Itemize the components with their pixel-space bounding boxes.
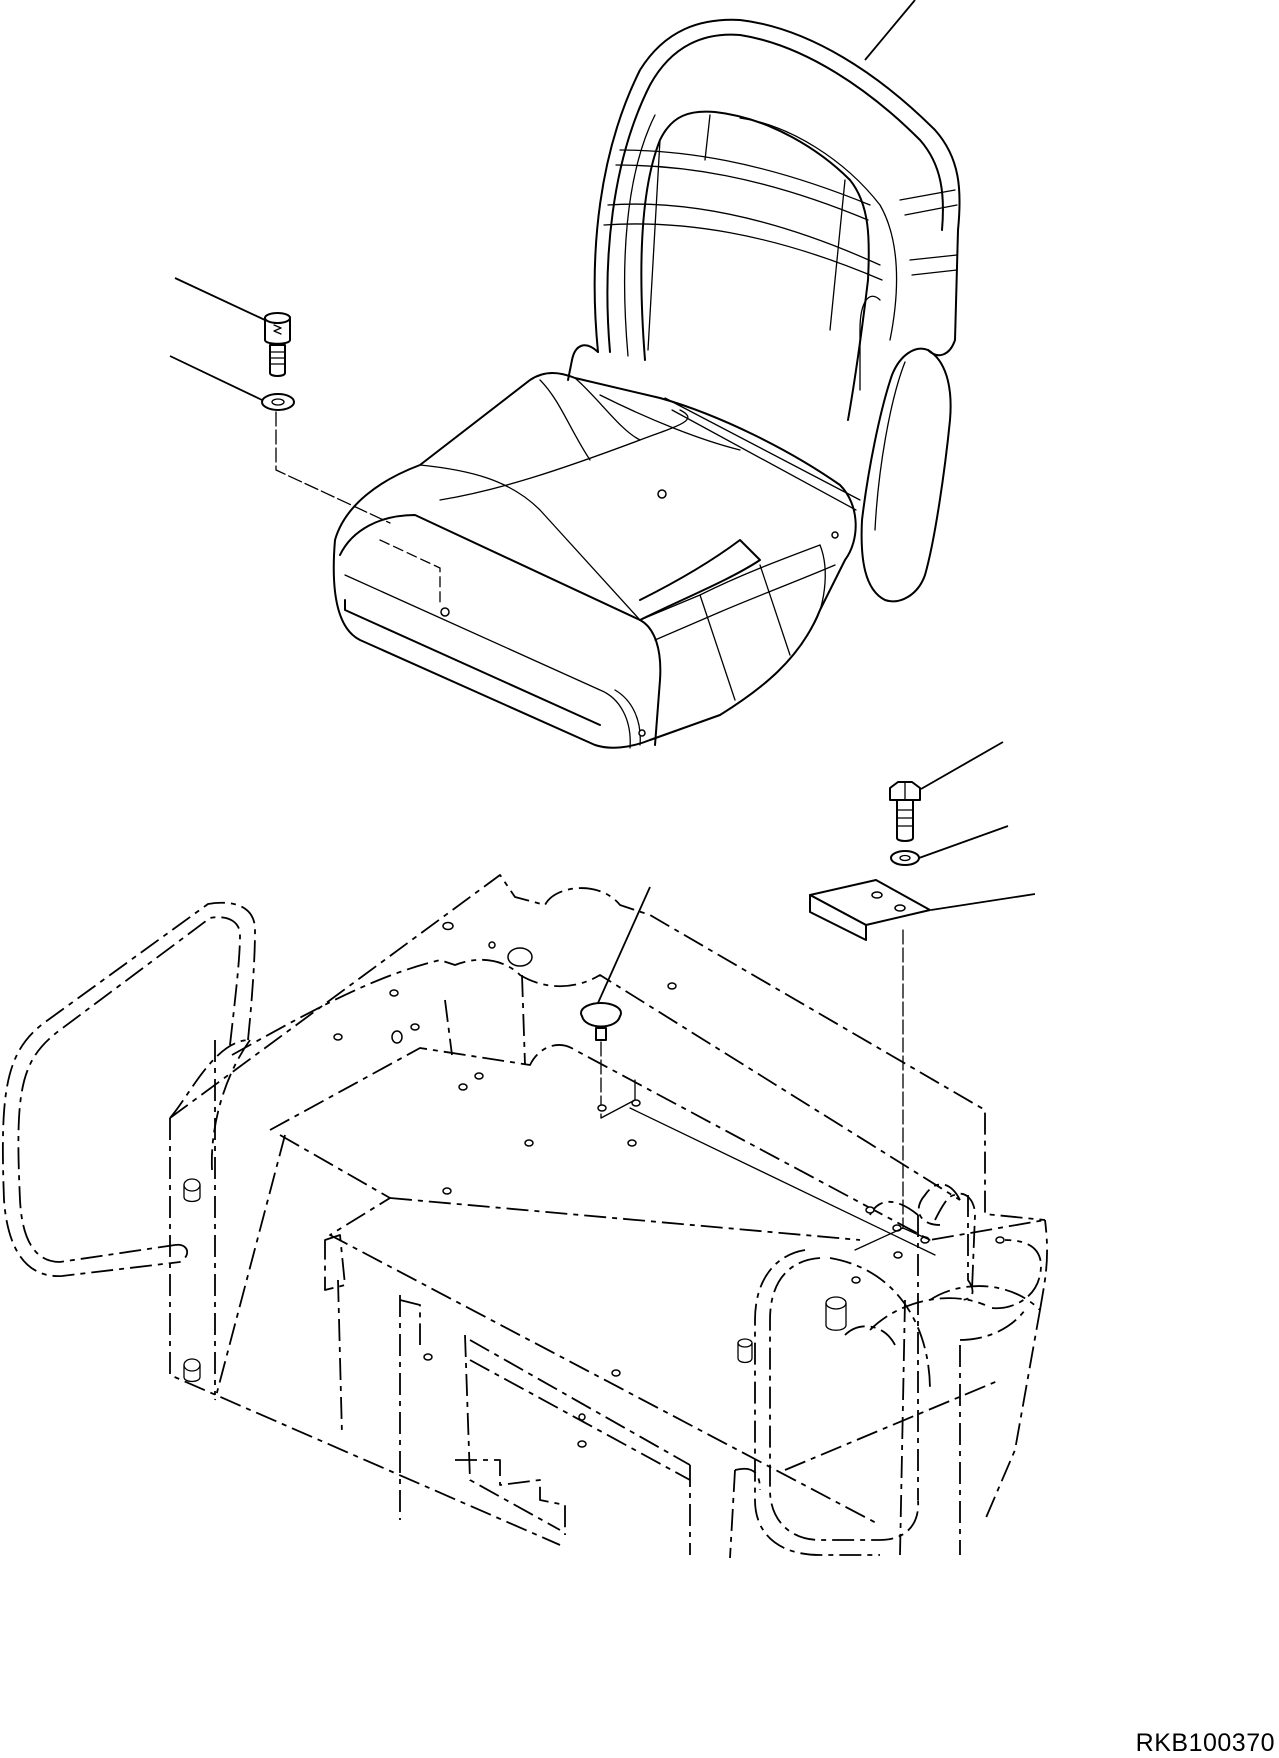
rubber-stopper [580, 1002, 622, 1041]
operator-seat [332, 18, 961, 749]
bolt-centerline-upper [275, 411, 391, 524]
seat-mount-frame [2, 874, 1048, 1559]
angle-bracket [809, 879, 931, 941]
drawing-code: RKB100370 [1135, 1729, 1275, 1757]
flat-washer [261, 393, 295, 411]
hex-bolt [889, 781, 921, 842]
socket-head-bolt [264, 312, 291, 377]
leader-lines [169, 0, 1036, 1004]
washer [890, 850, 920, 866]
